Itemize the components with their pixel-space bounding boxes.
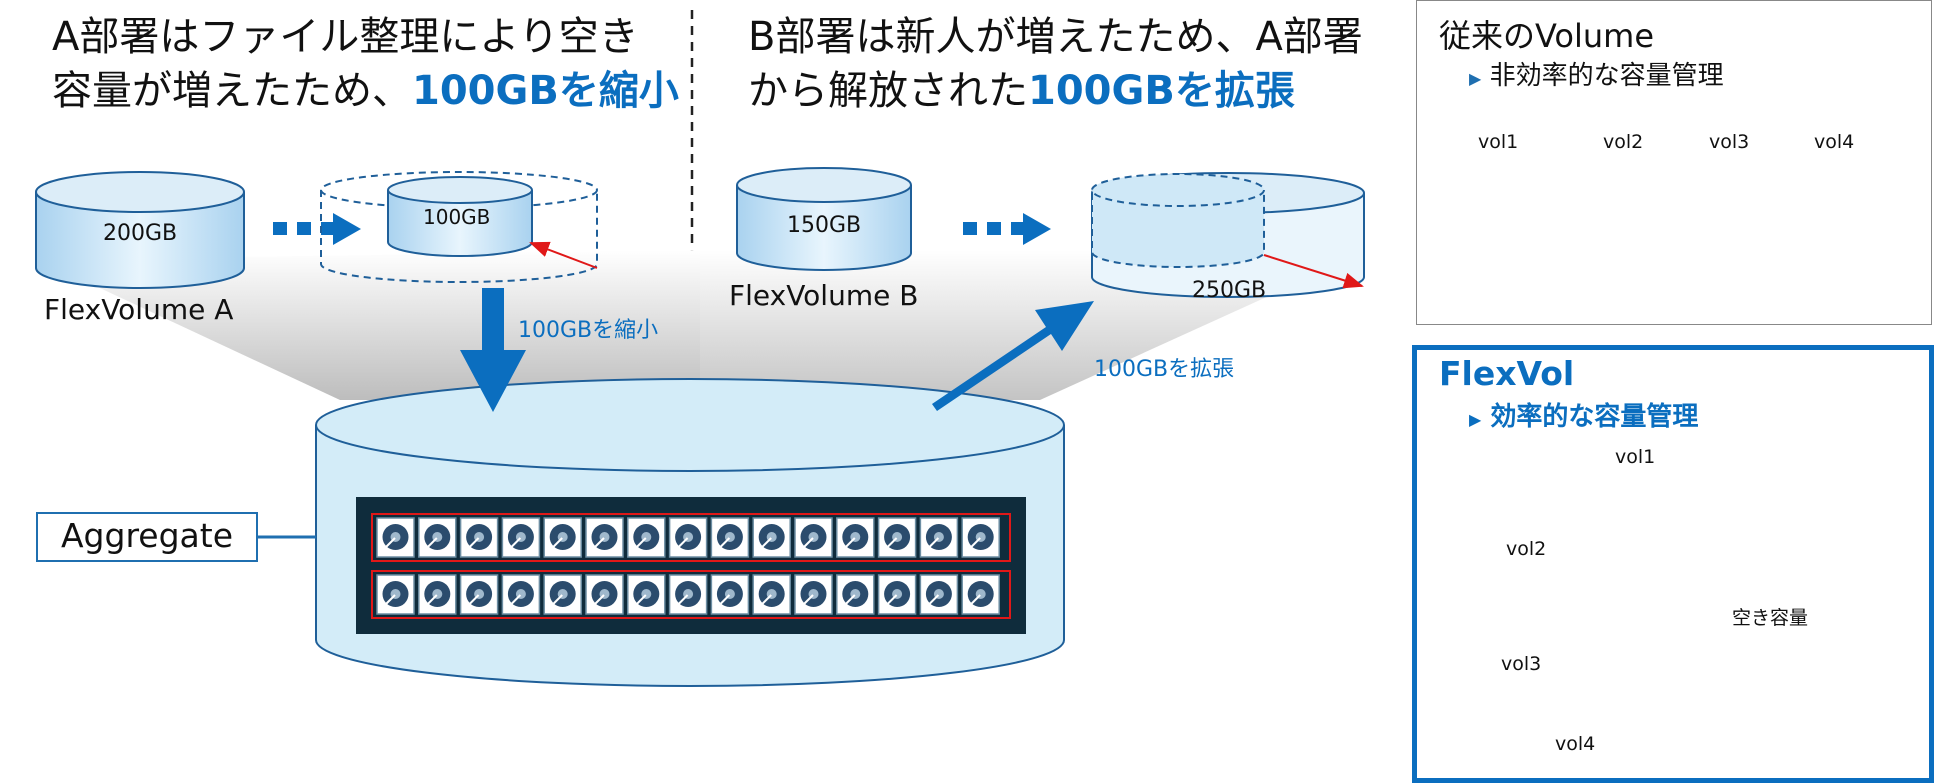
right-header-line2: から解放された100GBを拡張 (748, 68, 1295, 114)
disk-row-frame (371, 570, 1011, 619)
expand-red-arrow (1263, 254, 1364, 289)
dotted-arrow-a (273, 213, 361, 245)
left-header: A部署はファイル整理により空き 容量が増えたため、100GBを縮小 (52, 10, 679, 118)
shrink-red-arrow (529, 241, 598, 269)
aggregate-label-box: Aggregate (36, 512, 258, 562)
traditional-panel-title: 従来のVolume (1439, 17, 1655, 55)
flexvolume-a-label: FlexVolume A (44, 293, 234, 326)
shrink-action-label: 100GBを縮小 (518, 318, 659, 343)
disk-icon (459, 517, 499, 558)
disk-icon (877, 517, 917, 558)
traditional-volume-panel: 従来のVolume ▶ 非効率的な容量管理 vol1 vol2 vol3 vol… (1416, 0, 1932, 325)
flexvolume-b-cylinder (736, 167, 912, 271)
disk-icon (836, 517, 875, 558)
disk-icon (752, 574, 791, 615)
left-volume-cone (40, 250, 700, 400)
flexvolume-a-size: 200GB (103, 221, 178, 246)
disk-icon (543, 574, 582, 615)
pie-label-vol3: vol3 (1709, 131, 1750, 153)
traditional-panel-subtitle: ▶ 非効率的な容量管理 (1469, 61, 1724, 91)
disk-icon (877, 574, 917, 615)
flexvolume-b-label: FlexVolume B (729, 279, 919, 312)
triangle-bullet-icon: ▶ (1469, 69, 1482, 88)
disk-icon (418, 517, 457, 558)
shrunk-volume-cylinder (387, 176, 533, 257)
pie-label-vol2: vol2 (1603, 131, 1644, 153)
shrunk-size-label: 100GB (423, 205, 491, 229)
shrink-down-arrow (460, 288, 526, 412)
left-header-highlight: 100GBを縮小 (412, 68, 679, 114)
disk-icon (376, 517, 415, 558)
disk-icon (752, 517, 791, 558)
expand-diagonal-arrow (932, 301, 1094, 411)
right-header-highlight: 100GBを拡張 (1028, 68, 1295, 114)
flexvol-label-free: 空き容量 (1732, 607, 1809, 629)
flexvol-label-vol3: vol3 (1501, 653, 1542, 675)
disk-icon (418, 574, 457, 615)
flexvol-label-vol4: vol4 (1555, 733, 1596, 755)
disk-icon (836, 574, 875, 615)
disk-icon (961, 574, 1000, 615)
flexvol-panel-subtitle: ▶ 効率的な容量管理 (1469, 402, 1699, 432)
disk-icon (627, 517, 666, 558)
flexvol-panel-title: FlexVol (1439, 354, 1575, 393)
flexvol-label-vol1: vol1 (1615, 446, 1656, 468)
expand-action-label: 100GBを拡張 (1094, 357, 1235, 382)
disk-icon (627, 574, 666, 615)
disk-icon (919, 517, 959, 558)
disk-icon (794, 574, 833, 615)
expanded-size-label: 250GB (1192, 278, 1267, 303)
flexvolume-a-cylinder (35, 171, 245, 289)
flexvol-label-vol2: vol2 (1506, 538, 1547, 560)
disk-array (371, 513, 1011, 619)
disk-icon (501, 517, 541, 558)
triangle-bullet-icon: ▶ (1469, 410, 1482, 429)
disk-icon (376, 574, 415, 615)
aggregate-label: Aggregate (60, 516, 234, 555)
disk-icon (543, 517, 582, 558)
shrunk-volume-dashed-outline (320, 171, 598, 283)
right-header-line1: B部署は新人が増えたため、A部署 (748, 14, 1363, 60)
disk-icon (459, 574, 499, 615)
left-header-line2: 容量が増えたため、100GBを縮小 (52, 68, 679, 114)
disk-icon (710, 517, 750, 558)
disk-icon (585, 574, 624, 615)
flexvolume-b-size: 150GB (787, 213, 862, 238)
disk-icon (501, 574, 541, 615)
dotted-arrow-b (963, 213, 1051, 245)
pie-label-vol1: vol1 (1478, 131, 1519, 153)
disk-icon (585, 517, 624, 558)
pie-label-vol4: vol4 (1814, 131, 1855, 153)
disk-icon (919, 574, 959, 615)
disk-icon (961, 517, 1000, 558)
right-header: B部署は新人が増えたため、A部署 から解放された100GBを拡張 (748, 10, 1363, 118)
left-header-line1: A部署はファイル整理により空き (52, 14, 639, 60)
disk-icon (794, 517, 833, 558)
disk-row-frame (371, 513, 1011, 562)
disk-icon (668, 574, 708, 615)
disk-icon (710, 574, 750, 615)
disk-icon (668, 517, 708, 558)
flexvol-panel: FlexVol ▶ 効率的な容量管理 vol1 vol2 vol3 vol4 空… (1412, 345, 1934, 783)
